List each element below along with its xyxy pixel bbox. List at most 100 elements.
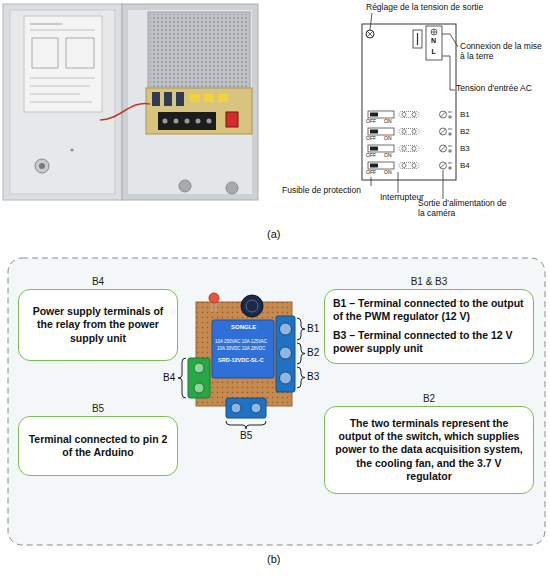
- sticker-line: [30, 102, 92, 103]
- fuse-symbol: [402, 164, 406, 168]
- text-label: SONGLE: [231, 324, 256, 331]
- text-label: OFF: [366, 153, 376, 159]
- terminal-screw: [194, 363, 204, 373]
- output-terminal: [440, 128, 447, 135]
- box-body: Power supply terminals of the relay from…: [18, 289, 178, 361]
- callout-box: B2The two terminals represent the output…: [324, 392, 534, 494]
- text-label: SRD-12VDC-SL-C: [218, 357, 264, 363]
- terminal-screw: [280, 347, 292, 359]
- text-label: B5: [240, 430, 252, 442]
- terminal-block: [158, 112, 216, 130]
- text-label: B2: [307, 347, 319, 359]
- text-label: ON: [384, 170, 392, 176]
- box-heading: B5: [18, 402, 178, 416]
- box-heading: B1 & B3: [324, 275, 534, 289]
- dip-switch: [368, 128, 394, 135]
- psu-outline: [362, 24, 456, 180]
- blue-terminal: [226, 398, 266, 418]
- text-label: ON: [384, 153, 392, 159]
- text-label: Interrupteur: [380, 193, 424, 203]
- box-heading: B4: [18, 275, 178, 289]
- capacitor: [241, 295, 263, 317]
- callout-box: B4Power supply terminals of the relay fr…: [18, 275, 178, 361]
- ac-terminal-block: [426, 26, 442, 60]
- fuse: [218, 94, 228, 102]
- brace: [178, 358, 186, 398]
- lock-keyhole: [39, 163, 45, 169]
- text-label: B1: [307, 323, 319, 335]
- plus-sign: [450, 132, 451, 136]
- box-body: Terminal connected to pin 2 of the Ardui…: [18, 416, 178, 476]
- leader-line: [398, 172, 399, 193]
- text-label: (a): [267, 228, 280, 241]
- text-label: Tension d'entrée AC: [456, 84, 532, 94]
- dip-switch: [368, 162, 394, 169]
- terminal-screw: [196, 119, 201, 124]
- box-heading: B2: [324, 392, 534, 406]
- leader-line: [371, 177, 372, 186]
- plus-sign: [450, 149, 451, 153]
- fuse-symbol: [412, 164, 416, 168]
- terminal-screw: [251, 403, 261, 413]
- switch-knob: [370, 113, 378, 117]
- terminal-screw: [280, 372, 292, 384]
- text-label: B2: [460, 127, 470, 136]
- fuse-symbol: [412, 130, 416, 134]
- trimmer-cross: [367, 31, 373, 37]
- text-label: L: [432, 48, 436, 56]
- text-label: OFF: [366, 119, 376, 125]
- door-panel: [10, 10, 115, 194]
- red-led: [209, 293, 219, 303]
- fuse: [204, 94, 214, 102]
- output-terminal: [440, 111, 447, 118]
- leader-line: [442, 56, 455, 90]
- cable-hole: [226, 182, 238, 194]
- brace: [297, 367, 305, 388]
- box-text: B3 – Terminal connected to the 12 V powe…: [333, 329, 525, 355]
- leader-line: [370, 13, 372, 30]
- output-terminal: [440, 145, 447, 152]
- box-text: Terminal connected to pin 2 of the Ardui…: [27, 433, 169, 459]
- power-switch: [226, 112, 238, 127]
- text-label: 10A 30VDC 10A 28VDC: [217, 346, 265, 351]
- output-terminal: [441, 112, 446, 117]
- output-terminal: [441, 146, 446, 151]
- sticker-line: [30, 78, 95, 79]
- terminal-screw: [185, 119, 190, 124]
- switch-knob: [370, 130, 378, 134]
- output-terminal: [441, 129, 446, 134]
- input-switch-symbol: [413, 30, 422, 48]
- terminal-screw: [207, 119, 212, 124]
- minus-sign: [448, 129, 452, 130]
- fuse-symbol: [402, 130, 406, 134]
- fuse-symbol: [412, 113, 416, 117]
- output-terminal: [440, 162, 447, 169]
- box-body: B1 – Terminal connected to the output of…: [324, 289, 534, 364]
- text-label: N: [431, 37, 436, 45]
- enclosure-back: [128, 10, 252, 194]
- plus-sign: [450, 166, 451, 170]
- text-label: OFF: [366, 170, 376, 176]
- capacitor-top: [246, 300, 258, 312]
- text-label: Fusible de protection: [282, 186, 361, 196]
- dip-switch: [368, 111, 394, 118]
- red-wire: [100, 103, 150, 120]
- capacitor: [176, 92, 184, 106]
- text-label: ON: [384, 136, 392, 142]
- sticker-figure: [32, 38, 58, 68]
- minus-sign: [448, 112, 452, 113]
- door-lock: [35, 159, 49, 173]
- trimmer-cross: [367, 31, 373, 37]
- leader-line: [442, 34, 458, 47]
- capacitor: [164, 92, 172, 106]
- relay-body: [212, 320, 274, 378]
- fuse-symbol: [402, 147, 406, 151]
- leader-line: [443, 170, 444, 199]
- cable-hole: [179, 180, 191, 192]
- text-label: Sortie d'alimentation de la caméra: [418, 199, 510, 219]
- fuse-symbol: [399, 112, 419, 118]
- minus-sign: [448, 163, 452, 164]
- terminal-screw: [231, 403, 241, 413]
- psu-perforation: [150, 14, 248, 88]
